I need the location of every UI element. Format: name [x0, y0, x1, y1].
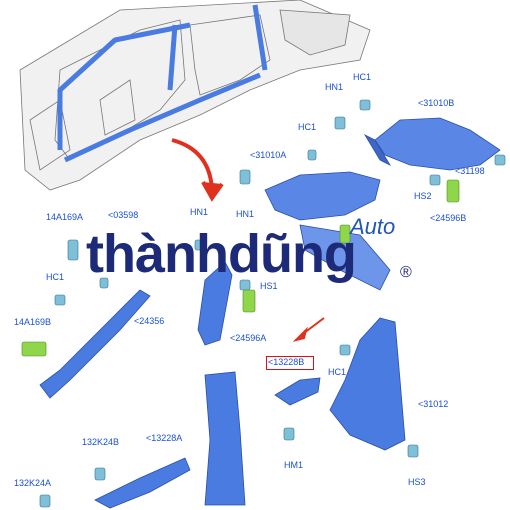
car-body-frame: [19, 0, 371, 191]
label-31198: <31198: [455, 166, 485, 176]
callout-arrow-small: [292, 317, 325, 342]
label-hn1-top: HN1: [325, 82, 344, 92]
part-31010a: [264, 171, 391, 291]
label-132k24b: 132K24B: [82, 437, 120, 447]
label-hs2: HS2: [414, 191, 432, 201]
label-hs1: HS1: [260, 281, 278, 291]
part-03598: [39, 289, 151, 399]
label-hc1-left: HC1: [46, 272, 65, 282]
label-24596a: <24596A: [230, 333, 267, 343]
label-hc1-top: HC1: [353, 72, 372, 82]
green-pads: [21, 179, 460, 357]
label-24356: <24356: [134, 316, 165, 326]
label-hc1-mid: HC1: [298, 122, 317, 132]
watermark-logo: thànhdũng: [86, 224, 357, 284]
label-hn1-mid2: HN1: [236, 209, 255, 219]
label-hs3: HS3: [408, 477, 426, 487]
part-24356: [197, 261, 233, 346]
label-31010a: <31010A: [250, 150, 287, 160]
label-24596b: <24596B: [430, 213, 467, 223]
watermark-auto: Auto: [350, 214, 396, 239]
highlight-box-13228b: [266, 356, 314, 370]
part-b-pillar-lower: [204, 371, 246, 506]
car-body-blue-trim: [57, 4, 268, 163]
watermark-registered: ®: [400, 264, 412, 281]
label-14a169a: 14A169A: [46, 212, 84, 222]
part-13228a: [94, 457, 191, 509]
callout-arrow-top: [171, 138, 224, 202]
part-13228b: [274, 377, 321, 406]
label-31010b: <31010B: [418, 98, 455, 108]
label-13228a: <13228A: [146, 433, 183, 443]
label-03598: <03598: [108, 210, 139, 220]
part-31010b: [363, 117, 501, 171]
label-31012: <31012: [418, 399, 449, 409]
part-31012: [329, 317, 406, 451]
label-hm1: HM1: [284, 460, 304, 470]
label-hc1-right: HC1: [328, 367, 347, 377]
label-hn1-mid: HN1: [190, 207, 209, 217]
label-13228b: <13228B: [268, 357, 305, 367]
label-14a169b: 14A169B: [14, 317, 52, 327]
label-132k24a: 132K24A: [14, 478, 52, 488]
